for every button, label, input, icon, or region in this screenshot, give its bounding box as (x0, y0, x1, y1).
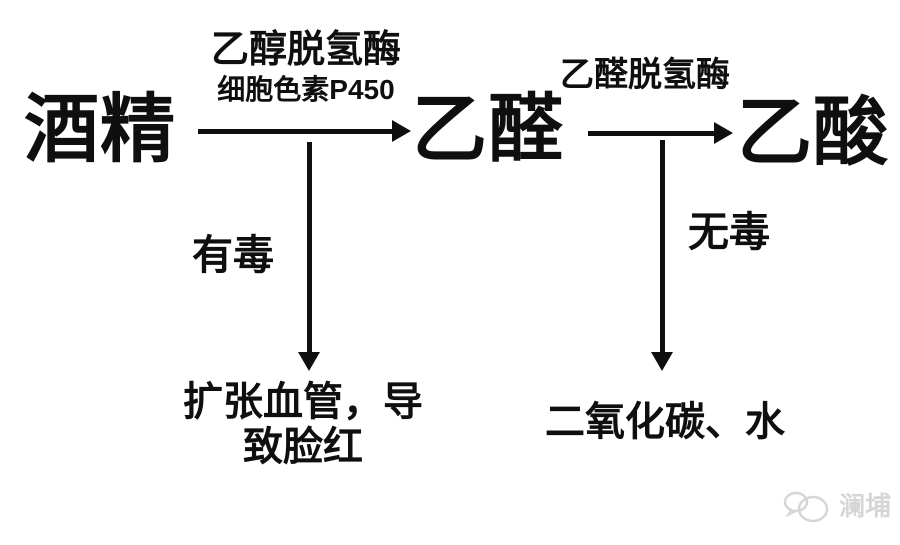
node-acetic-acid: 乙酸 (737, 90, 890, 174)
watermark-text: 澜埔 (839, 491, 892, 521)
node-acetaldehyde: 乙醛 (412, 87, 565, 171)
enzyme-label-cytochrome-p450: 细胞色素P450 (217, 74, 395, 105)
toxic-label: 有毒 (192, 232, 274, 278)
arrow-shaft (307, 142, 312, 352)
arrow-head (392, 120, 411, 142)
enzyme-label-alcohol-dehydrogenase: 乙醇脱氢酶 (210, 29, 401, 71)
arrow-shaft (198, 129, 394, 134)
toxic-result-text: 扩张血管，导 致脸红 (158, 380, 448, 470)
arrow-shaft (660, 140, 665, 352)
arrow-head (298, 352, 320, 371)
toxic-result-line2: 致脸红 (243, 424, 363, 469)
enzyme-label-acetaldehyde-dehydrogenase: 乙醛脱氢酶 (560, 56, 730, 94)
toxic-result-line1: 扩张血管，导 (183, 380, 423, 424)
arrow-head (714, 122, 733, 144)
node-alcohol: 酒精 (24, 87, 177, 171)
arrow-shaft (588, 131, 716, 136)
nontoxic-label: 无毒 (688, 209, 770, 255)
arrow-head (651, 352, 673, 371)
watermark-logo-icon (783, 491, 829, 523)
watermark: 澜埔 (782, 487, 891, 525)
nontoxic-result-text: 二氧化碳、水 (545, 400, 785, 444)
